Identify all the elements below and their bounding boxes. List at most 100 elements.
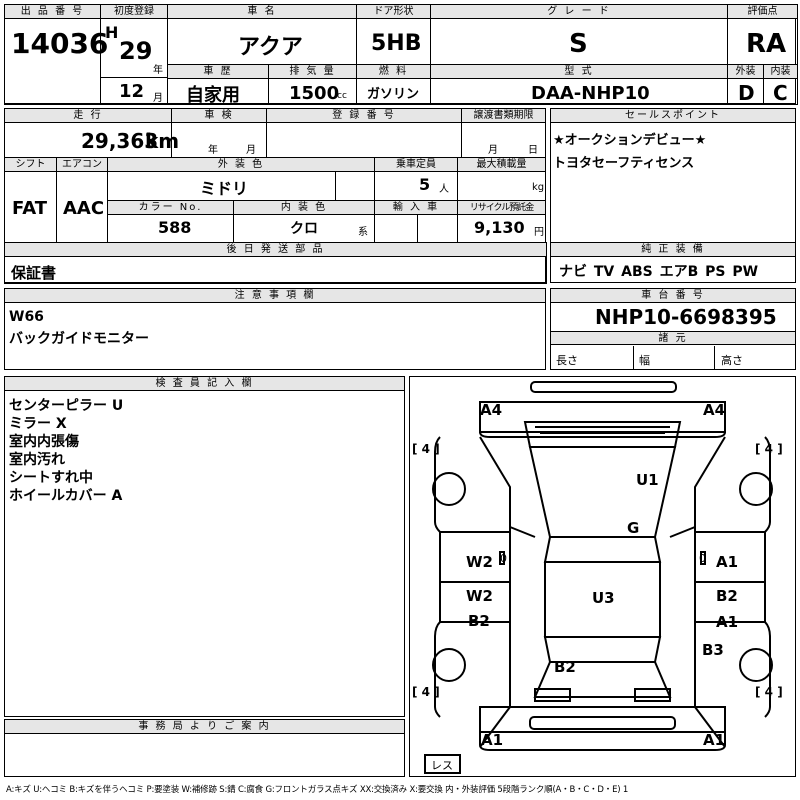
history-label: 車 歴 xyxy=(168,65,268,79)
name-cell: 車 名 アクア xyxy=(167,4,357,65)
notes-table: 注 意 事 項 欄 W66 バックガイドモニター xyxy=(4,288,546,370)
lot-label: 出 品 番 号 xyxy=(5,5,100,19)
load-unit: kg xyxy=(532,182,545,193)
model-cell: 型 式 DAA-NHP10 xyxy=(430,64,728,105)
disp-cell: 排 気 量 1500 cc xyxy=(268,64,357,105)
equip-label: 純 正 装 備 xyxy=(551,243,795,257)
sales-line-1: ★オークションデビュー★ xyxy=(553,133,707,148)
fuel: ガソリン xyxy=(367,87,420,102)
inspector-line-5: シートすれ中 xyxy=(9,470,93,486)
notes-line-1: W66 xyxy=(9,309,44,325)
load-label: 最大積載量 xyxy=(458,158,545,172)
reg-month: 12 xyxy=(119,81,145,102)
door-label: ドア形状 xyxy=(357,5,430,19)
score: RA xyxy=(746,29,787,59)
intcolor-label: 内 装 色 xyxy=(234,201,374,215)
code-a1-rear-right: A1 xyxy=(703,731,726,749)
chassis-label: 車 台 番 号 xyxy=(551,289,795,303)
legend: A:キズ U:ヘコミ B:キズを伴うヘコミ P:要塗装 W:補修跡 S:錆 C:… xyxy=(6,785,629,795)
tire-rl: [ 4 ] xyxy=(412,685,440,699)
model-label: 型 式 xyxy=(431,65,727,79)
recycle-label: リサイクル預託金 xyxy=(458,201,545,215)
mileage-label: 走 行 xyxy=(5,109,171,123)
later-parts: 保証書 xyxy=(11,264,57,282)
shift-label: シフト xyxy=(5,158,56,172)
code-b3: B3 xyxy=(702,641,724,659)
inspector-table: 検 査 員 記 入 欄 センターピラー U ミラー X 室内内張傷 室内汚れ シ… xyxy=(4,376,405,717)
score-cell: 評価点 RA xyxy=(727,4,798,65)
name-label: 車 名 xyxy=(168,5,356,19)
equipment: ナビ TV ABS エアB PS PW xyxy=(559,264,759,280)
door-type: 5HB xyxy=(371,31,422,56)
inspector-line-3: 室内内張傷 xyxy=(9,434,79,450)
notes-label: 注 意 事 項 欄 xyxy=(5,289,545,303)
grade: S xyxy=(569,29,588,59)
recycle-unit: 円 xyxy=(534,227,544,238)
code-a4-right: A4 xyxy=(703,401,726,419)
load-cell: 最大積載量 kg xyxy=(457,157,546,201)
sales-line-2: トヨタセーフティセンス xyxy=(553,156,695,171)
notes-line-2: バックガイドモニター xyxy=(9,331,149,347)
history: 自家用 xyxy=(186,85,240,106)
reg-year-unit: 年 xyxy=(153,65,163,76)
code-b2-rear: B2 xyxy=(554,658,576,676)
colorno-label: カラー No. xyxy=(108,201,233,215)
detail-table: 走 行 29,363 km 車 検 年 月 登 録 番 号 譲渡書類期限 月 日… xyxy=(4,108,547,284)
grade-cell: グ レ ー ド S xyxy=(430,4,728,65)
tire-fl: [ 4 ] xyxy=(412,442,440,456)
office-table: 事 務 局 よ り ご 案 内 xyxy=(4,719,405,777)
mileage-cell: 走 行 29,363 km xyxy=(4,108,179,158)
car-outline xyxy=(424,381,773,774)
ac: AAC xyxy=(63,198,105,219)
seats: 5 xyxy=(419,175,431,194)
dim-length: 長さ xyxy=(556,354,578,367)
colorno: 588 xyxy=(158,218,192,237)
reg-month-unit: 月 xyxy=(153,93,163,104)
color-cell: 外 装 色 ミドリ xyxy=(107,157,375,201)
tire-rr: [ 4 ] xyxy=(755,685,783,699)
later-cell: 後 日 発 送 部 品 保証書 xyxy=(4,242,547,284)
seats-cell: 乗車定員 5 人 xyxy=(374,157,458,201)
inspector-label: 検 査 員 記 入 欄 xyxy=(5,377,404,391)
int-cell: 内装 C xyxy=(763,64,798,105)
mark-zero-left: 0 xyxy=(500,552,507,565)
color: ミドリ xyxy=(200,179,249,198)
shift: FAT xyxy=(12,198,48,219)
code-a1-upper: A1 xyxy=(716,553,739,571)
inspector-line-4: 室内汚れ xyxy=(9,452,65,468)
import-label: 輸 入 車 xyxy=(375,201,457,215)
chassis-table: 車 台 番 号 NHP10-6698395 諸 元 長さ 幅 高さ xyxy=(550,288,796,370)
chassis-number: NHP10-6698395 xyxy=(595,305,777,329)
ext-cell: 外装 D xyxy=(727,64,764,105)
car-name: アクア xyxy=(238,35,303,60)
colorno-cell: カラー No. 588 xyxy=(107,200,234,243)
mileage-unit: km xyxy=(145,129,180,153)
transfer-cell: 譲渡書類期限 月 日 xyxy=(461,108,546,158)
disp-unit: cc xyxy=(337,91,347,101)
intcolor-cell: 内 装 色 クロ 系 xyxy=(233,200,375,243)
recycle: 9,130 xyxy=(474,218,525,237)
lot-number: 14036 xyxy=(11,27,109,60)
dims-label: 諸 元 xyxy=(551,331,795,345)
transfer-label: 譲渡書類期限 xyxy=(462,109,545,123)
door-cell: ドア形状 5HB xyxy=(356,4,431,65)
code-g: G xyxy=(627,519,640,537)
transfer-month: 月 xyxy=(488,145,498,156)
intcolor: クロ xyxy=(290,221,318,237)
code-w2-lower: W2 xyxy=(466,587,493,605)
reg-era: H xyxy=(105,23,119,42)
score-label: 評価点 xyxy=(728,5,797,19)
disp-label: 排 気 量 xyxy=(269,65,356,79)
code-b2-right: B2 xyxy=(716,587,738,605)
ext-grade: D xyxy=(738,81,755,105)
header-table: 出 品 番 号 14036 初度登録 H 29 年 12 月 車 名 アクア ド… xyxy=(4,4,798,106)
color-label: 外 装 色 xyxy=(108,158,374,172)
later-label: 後 日 発 送 部 品 xyxy=(5,243,546,257)
fuel-cell: 燃 料 ガソリン xyxy=(356,64,431,105)
import-cell: 輸 入 車 xyxy=(374,200,458,243)
inspector-line-6: ホイールカバー A xyxy=(9,488,123,504)
inspect-year-unit: 年 xyxy=(208,145,218,156)
dim-height: 高さ xyxy=(721,354,743,367)
ext-label: 外装 xyxy=(728,65,763,79)
mark-zero-right: 0 xyxy=(699,552,706,565)
